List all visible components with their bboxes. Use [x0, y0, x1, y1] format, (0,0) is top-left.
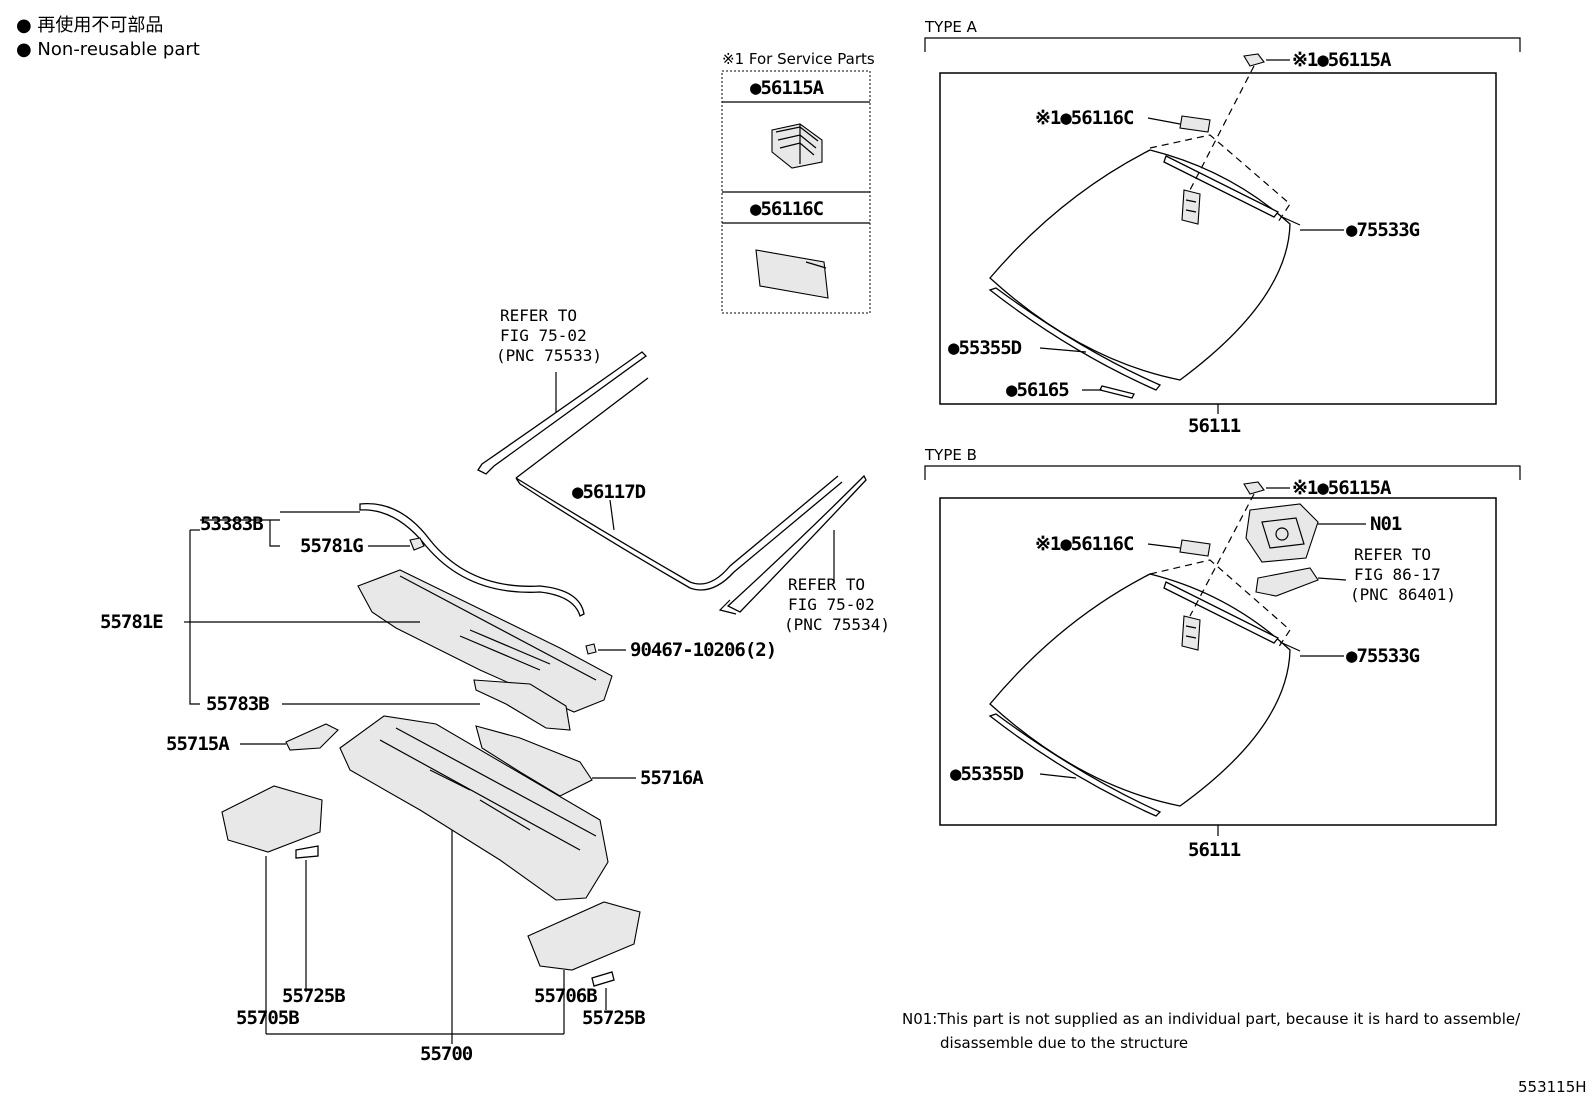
- note-line2: disassemble due to the structure: [940, 1034, 1188, 1052]
- refer-75533-line1: REFER TO: [500, 306, 577, 325]
- panel-55716a: [475, 725, 593, 797]
- callout-55355d-a: ●55355D: [948, 337, 1022, 359]
- molding-75533g-a: [1163, 155, 1280, 218]
- service-part-56115a: ●56115A: [750, 77, 825, 99]
- callout-56116c-a: ※1●56116C: [1035, 107, 1134, 129]
- cowl-55783b: [473, 679, 571, 731]
- legend-non-reusable: ● Non-reusable part: [16, 39, 200, 60]
- bolt-90467: [585, 643, 597, 655]
- dash-panel-55700: [339, 715, 609, 901]
- type-a-label: TYPE A: [924, 18, 978, 36]
- sensor-86401: [1255, 567, 1319, 597]
- callout-90467: 90467-10206(2): [630, 639, 776, 661]
- service-part-56116c: ●56116C: [750, 198, 824, 220]
- clip-55781g: [409, 537, 425, 551]
- bracket-55706b: [527, 901, 641, 971]
- mirror-bracket-a: [1181, 189, 1201, 225]
- service-parts-header: ※1 For Service Parts: [722, 50, 875, 68]
- seal-55355d-a: [988, 287, 1162, 391]
- refer-75534-line1: REFER TO: [788, 575, 865, 594]
- callout-55781e: 55781E: [100, 611, 163, 633]
- callout-55706b: 55706B: [534, 985, 597, 1007]
- callout-56115a-a: ※1●56115A: [1292, 49, 1392, 71]
- callout-55783b: 55783B: [206, 693, 269, 715]
- refer-75533-line3: (PNC 75533): [496, 346, 602, 365]
- roof-molding-left: [477, 351, 647, 475]
- callout-55715a: 55715A: [166, 733, 230, 755]
- n01-note: N01:This part is not supplied as an indi…: [902, 1010, 1521, 1052]
- legend-japanese: ● 再使用不可部品: [16, 15, 163, 36]
- bracket-55705b: [221, 785, 323, 853]
- spacer-56116c-b: [1179, 539, 1211, 557]
- callout-56111-b: 56111: [1188, 839, 1241, 861]
- plate-55725b-left: [295, 845, 319, 859]
- clip-56115a-a: [1243, 53, 1265, 67]
- type-a-section: TYPE A ※1●56115A ※1●56116C ●75533G: [924, 18, 1521, 437]
- callout-55705b: 55705B: [236, 1007, 299, 1029]
- clip-56115a-illustration: [771, 123, 823, 169]
- mirror-bracket-b: [1181, 615, 1201, 651]
- seal-53383b: [359, 502, 585, 617]
- type-b-label: TYPE B: [924, 446, 977, 464]
- note-line1: N01:This part is not supplied as an indi…: [902, 1010, 1521, 1028]
- bracket-55715a: [285, 723, 339, 751]
- callout-55716a: 55716A: [640, 767, 704, 789]
- refer-75534-line2: FIG 75-02: [788, 595, 875, 614]
- callout-55725b-left: 55725B: [282, 985, 345, 1007]
- illustration-id: 553115H: [1518, 1078, 1587, 1096]
- refer-75533-line2: FIG 75-02: [500, 326, 587, 345]
- spacer-56116c-a: [1179, 115, 1211, 133]
- windshield-glass-type-a: [989, 149, 1291, 381]
- cowl-louver-55781e: [357, 569, 613, 713]
- callout-56116c-b: ※1●56116C: [1035, 533, 1134, 555]
- refer-86-17-line1: REFER TO: [1354, 545, 1431, 564]
- callout-75533g-a: ●75533G: [1346, 219, 1420, 241]
- sensor-housing-n01: [1245, 503, 1319, 563]
- callout-53383b: 53383B: [200, 513, 263, 535]
- callout-55725b-right: 55725B: [582, 1007, 645, 1029]
- refer-86-17-line3: (PNC 86401): [1350, 585, 1456, 604]
- spacer-56116c-illustration: [755, 249, 829, 299]
- legend: ● 再使用不可部品 ● Non-reusable part: [16, 15, 200, 60]
- callout-56111-a: 56111: [1188, 415, 1241, 437]
- type-b-section: TYPE B ※1●56115A ※1●56116C: [924, 446, 1521, 861]
- service-parts-box: ※1 For Service Parts ●56115A ●56116C: [721, 50, 875, 314]
- windshield-main: [515, 377, 843, 591]
- callout-75533g-b: ●75533G: [1346, 645, 1420, 667]
- spacer-56165-a: [1099, 385, 1135, 399]
- callout-56117d: ●56117D: [572, 481, 646, 503]
- refer-86-17-line2: FIG 86-17: [1354, 565, 1441, 584]
- plate-55725b-right: [591, 971, 615, 987]
- molding-75533g-b: [1163, 581, 1280, 644]
- callout-56115a-b: ※1●56115A: [1292, 477, 1392, 499]
- callout-n01: N01: [1370, 513, 1402, 535]
- side-molding-right: [726, 474, 867, 613]
- seal-55355d-b: [988, 713, 1162, 817]
- callout-55781g: 55781G: [300, 535, 363, 557]
- windshield-glass-type-b: [989, 573, 1291, 807]
- main-assembly: REFER TO FIG 75-02 (PNC 75533) REFER TO …: [100, 306, 890, 1065]
- callout-56165-a: ●56165: [1006, 379, 1069, 401]
- refer-75534-line3: (PNC 75534): [784, 615, 890, 634]
- clip-56115a-b: [1243, 481, 1265, 495]
- callout-55700: 55700: [420, 1043, 473, 1065]
- callout-55355d-b: ●55355D: [950, 763, 1024, 785]
